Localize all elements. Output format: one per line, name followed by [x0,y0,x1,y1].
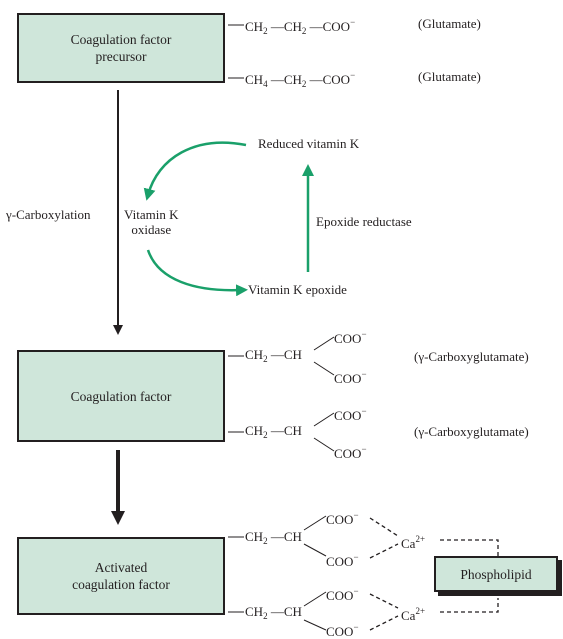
glutamate-chain-1: CH2 —CH2 —COO− [245,17,356,36]
activated-factor-box: Activated coagulation factor [17,537,225,615]
gla-chain-1: CH2 —CH [245,347,302,364]
reduced-vitamin-k-label: Reduced vitamin K [258,136,360,151]
coagulation-factor-box: Coagulation factor [17,350,225,442]
activated-coo-1b: COO− [326,552,359,569]
phospholipid-label: Phospholipid [460,566,532,582]
gla-coo-2b: COO− [334,444,367,461]
gla-label-2: (γ-Carboxyglutamate) [414,424,529,439]
calcium-bridges [369,517,499,631]
precursor-box: Coagulation factor precursor [17,13,225,83]
activated-gla-chain-2: CH2 —CH [245,604,302,621]
glutamate-label-2: (Glutamate) [418,69,481,84]
activated-coo-1a: COO− [326,510,359,527]
activated-gla-chain-1: CH2 —CH [245,529,302,546]
glutamate-chain-2: CH4 —CH2 —COO− [245,70,356,89]
gla-coo-2a: COO− [334,406,367,423]
oxidation-arrow [143,141,247,201]
gla-coo-1a: COO− [334,329,367,346]
coagulation-factor-label: Coagulation factor [70,388,172,404]
activated-coo-2a: COO− [326,586,359,603]
phospholipid-box: Phospholipid [434,556,558,592]
calcium-ion-2: Ca2+ [401,606,426,623]
epoxide-formation-arrow [146,249,248,297]
activated-coo-2b: COO− [326,622,359,639]
gla-coo-1b: COO− [334,369,367,386]
activated-line-2: coagulation factor [72,577,170,592]
activated-line-1: Activated [94,560,148,575]
vitamin-k-epoxide-label: Vitamin K epoxide [248,282,347,297]
oxidase-label: Vitamin K oxidase [124,207,179,237]
gla-label-1: (γ-Carboxyglutamate) [414,349,529,364]
carboxylation-label: γ-Carboxylation [6,207,91,222]
epoxide-reductase-label: Epoxide reductase [316,214,412,229]
precursor-line-2: precursor [95,49,147,64]
gla-chain-2: CH2 —CH [245,423,302,440]
precursor-line-1: Coagulation factor [70,32,172,47]
calcium-ion-1: Ca2+ [401,534,426,551]
glutamate-label-1: (Glutamate) [418,16,481,31]
